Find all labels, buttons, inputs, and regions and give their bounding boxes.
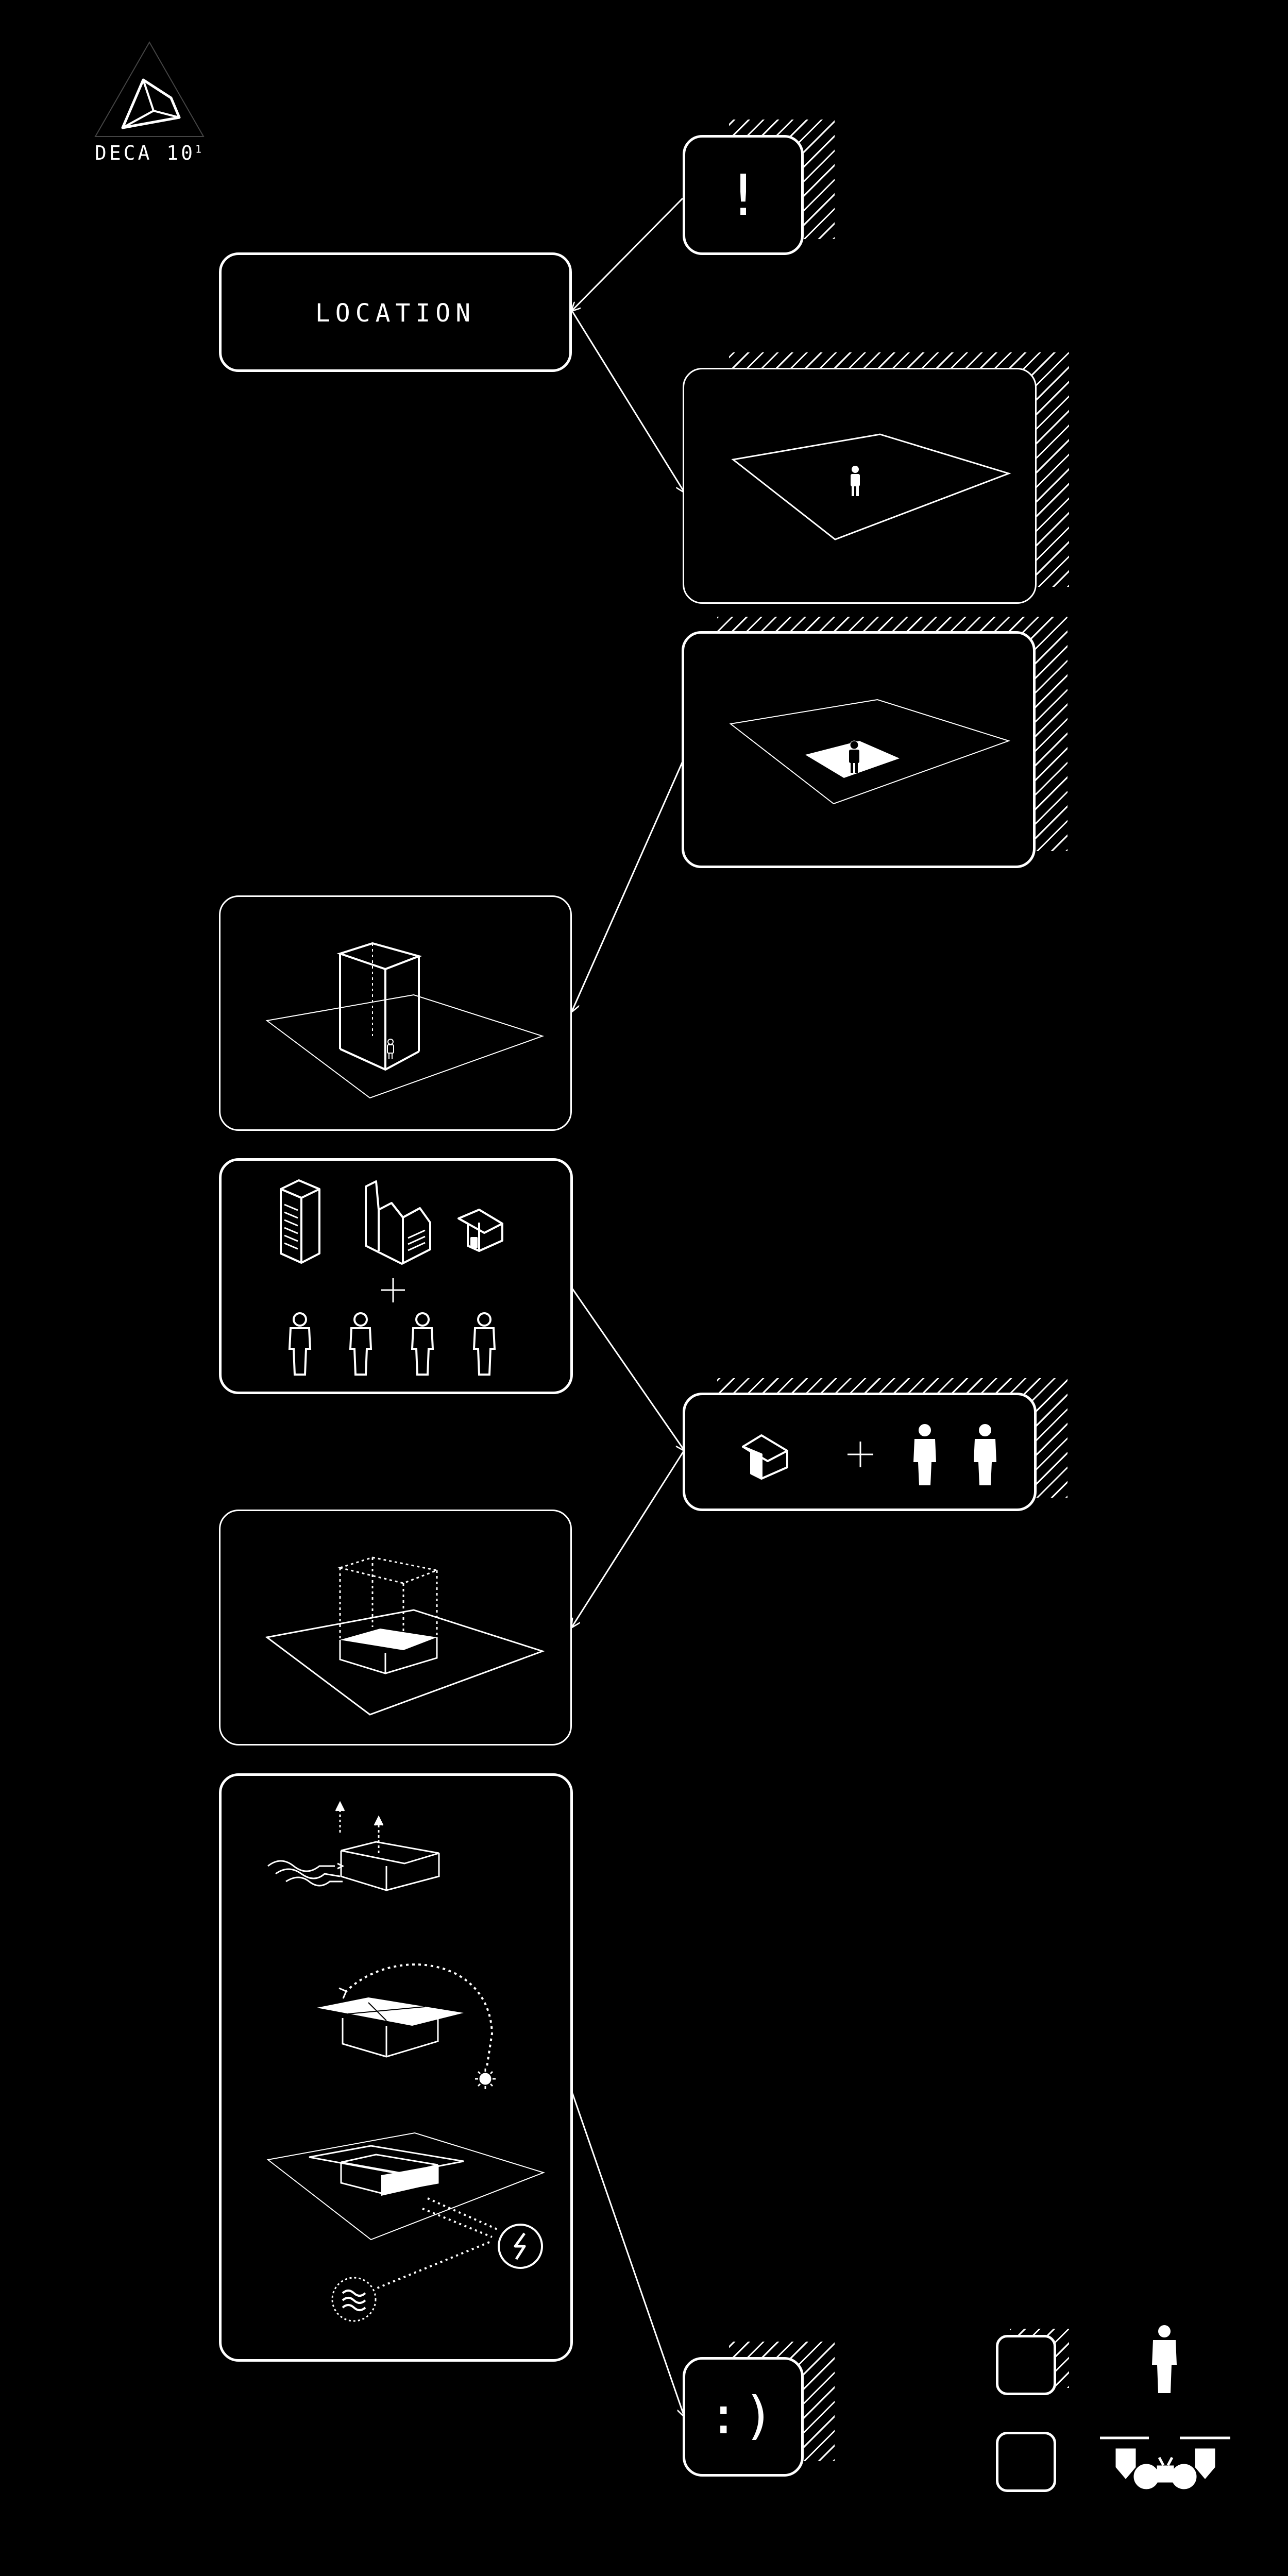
building-icon [280, 1179, 320, 1264]
building-volume-drawing [265, 942, 545, 1099]
result-symbol: :) [708, 2385, 778, 2446]
factory-icon [365, 1180, 431, 1265]
building-volume-box [219, 895, 572, 1131]
logo-triangle-icon [94, 41, 205, 137]
control-panel-icon [1100, 2436, 1230, 2489]
alert-box: ! [683, 135, 804, 255]
house-people-drawing [742, 1424, 996, 1485]
arrow-alert-to-location [572, 197, 684, 311]
reduced-volume-box [219, 1510, 572, 1745]
person-icon [411, 1312, 434, 1376]
house-people-box [683, 1393, 1037, 1511]
site-plane-box [683, 368, 1037, 604]
strategy-drawing [266, 1801, 546, 2322]
arrow-program-to-house [571, 1287, 684, 1450]
strategy-box [219, 1773, 573, 2362]
logo: DECA 101 [88, 36, 211, 175]
person-icon [851, 466, 860, 496]
arrow-footprint-to-volume [572, 761, 684, 1011]
sun-icon [475, 2069, 496, 2089]
person-icon [288, 1312, 312, 1376]
site-plane-drawing [731, 433, 1011, 540]
site-footprint-box [682, 631, 1036, 868]
arrow-strategy-to-result [571, 2091, 684, 2416]
arrow-location-to-site [571, 310, 684, 492]
logo-superscript: 1 [195, 143, 205, 156]
person-icon [913, 1424, 936, 1485]
house-icon [742, 1434, 788, 1480]
arrow-house-to-reduced-volume [572, 1450, 685, 1627]
reduced-volume-drawing [265, 1556, 545, 1716]
wind-icon [267, 1860, 345, 1887]
house-icon [457, 1209, 503, 1252]
alert-symbol: ! [726, 162, 760, 228]
person-icon [387, 1039, 394, 1059]
result-box: :) [683, 2357, 804, 2477]
legend-plain-square [996, 2432, 1056, 2492]
program-box [219, 1158, 573, 1394]
legend-hatched-square [996, 2335, 1056, 2395]
plus-icon [848, 1442, 873, 1467]
person-icon [472, 1312, 496, 1376]
lightning-icon [498, 2224, 543, 2269]
legend-person-icon [1152, 2325, 1177, 2393]
water-icon [331, 2277, 377, 2322]
person-icon [974, 1424, 996, 1485]
person-icon [349, 1312, 372, 1376]
logo-text: DECA 101 [94, 142, 205, 164]
program-drawing [280, 1179, 503, 1376]
location-label: LOCATION [315, 299, 476, 328]
plus-icon [381, 1278, 405, 1302]
site-footprint-drawing [729, 699, 1011, 805]
person-icon [849, 740, 859, 773]
location-box: LOCATION [219, 252, 572, 372]
